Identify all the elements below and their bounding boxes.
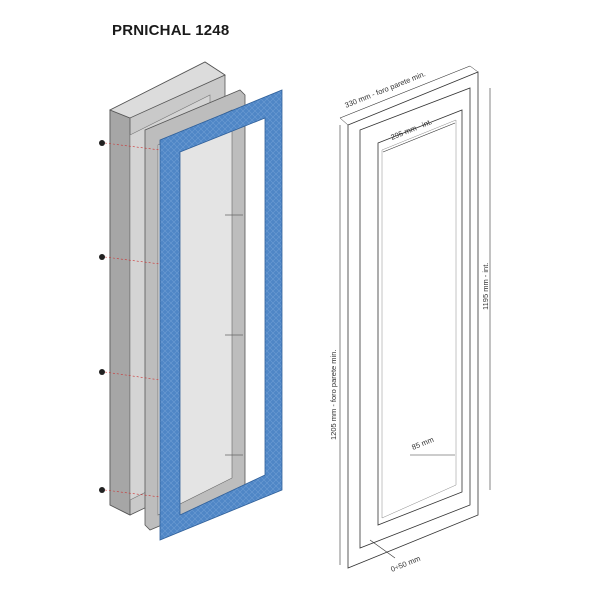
outer-frame [347, 71, 479, 569]
product-title: PRNICHAL 1248 [112, 22, 230, 39]
niche-box-side [109, 109, 131, 516]
dim-depth: 85 mm [410, 435, 435, 452]
niche-opening [377, 109, 463, 526]
screw-set [99, 140, 161, 498]
exploded-view [99, 61, 283, 541]
niche-box-top [109, 61, 226, 119]
waterproof-membrane [159, 89, 283, 541]
dim-bottom-offset: 0÷50 mm [389, 554, 421, 574]
dim-left-height: 1205 mm - foro parete min. [329, 350, 338, 440]
dim-right-height: 1195 mm - int. [481, 263, 490, 310]
inner-frame [359, 87, 471, 549]
technical-drawing [339, 65, 491, 569]
dim-top-outer: 330 mm - foro parete min. [343, 69, 426, 110]
